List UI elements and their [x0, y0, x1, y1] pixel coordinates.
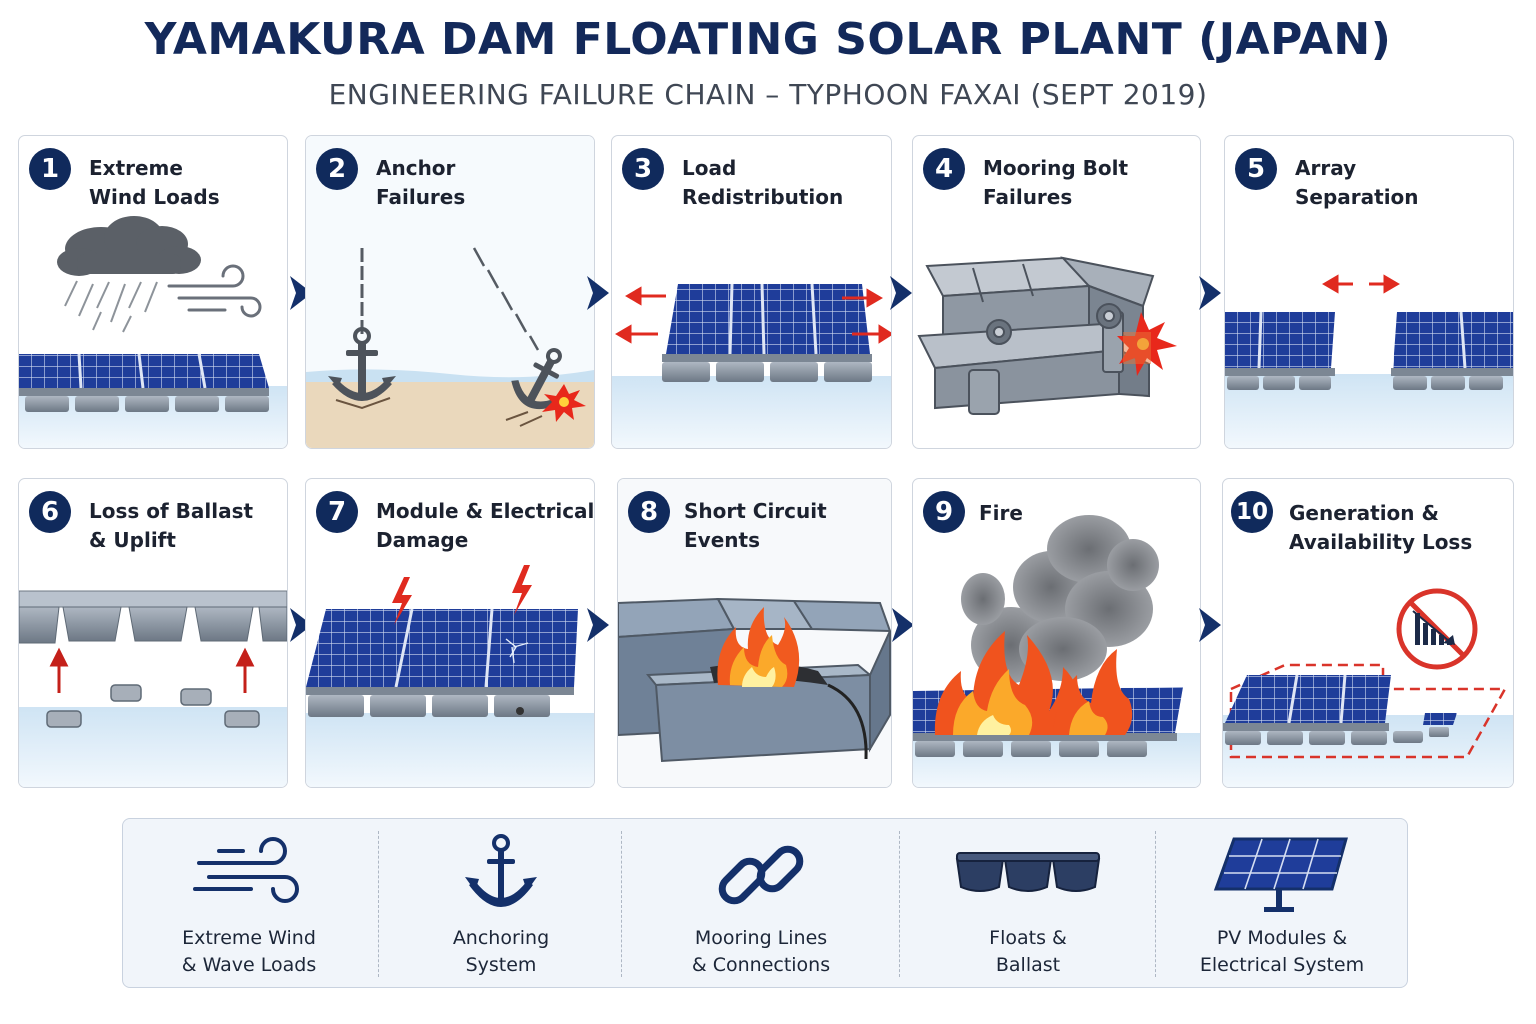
step-number-badge: 1	[29, 148, 71, 190]
flow-arrow-icon	[890, 276, 912, 310]
step-title: Generation &Availability Loss	[1289, 501, 1473, 554]
wind-icon	[193, 837, 299, 903]
flow-arrow-icon	[587, 608, 609, 642]
page-title: YAMAKURA DAM FLOATING SOLAR PLANT (JAPAN…	[144, 14, 1392, 65]
step-title: Loss of Ballast& Uplift	[89, 499, 254, 552]
ballast-uplift-illustration	[19, 590, 287, 787]
pv-module-icon	[1213, 837, 1348, 912]
generation-loss-illustration	[1223, 588, 1513, 787]
legend-label: Floats &Ballast	[989, 927, 1067, 976]
step-card-10: 10 Generation &Availability Loss	[1222, 478, 1514, 788]
flow-arrow-icon	[290, 276, 312, 310]
legend-item-floats: Floats &Ballast	[901, 819, 1155, 987]
chain-link-icon	[718, 845, 804, 905]
flow-arrow-icon	[290, 608, 312, 642]
legend-label: Mooring Lines& Connections	[691, 927, 831, 976]
array-separation-illustration	[1225, 274, 1513, 448]
anchor-scene-illustration	[306, 136, 594, 448]
module-damage-illustration	[306, 565, 594, 787]
step-number-badge: 6	[29, 491, 71, 533]
flow-arrow-icon	[1199, 608, 1221, 642]
flow-arrow-icon	[892, 608, 914, 642]
floats-icon	[955, 852, 1101, 892]
step-card-6: 6 Loss of Ballast& Uplift	[18, 478, 288, 788]
flow-arrow-icon	[1199, 276, 1221, 310]
step-number-badge: 7	[316, 491, 358, 533]
legend-item-pv: PV Modules &Electrical System	[1157, 819, 1407, 987]
legend-divider	[1155, 831, 1156, 977]
step-number-badge: 9	[923, 491, 965, 533]
legend-item-wind: Extreme Wind& Wave Loads	[123, 819, 375, 987]
load-redistribution-illustration	[612, 283, 891, 448]
step-card-9: 9 Fire	[912, 478, 1201, 788]
fire-illustration	[913, 515, 1200, 787]
mooring-bolt-illustration	[917, 256, 1177, 415]
page-subtitle: ENGINEERING FAILURE CHAIN – TYPHOON FAXA…	[328, 78, 1208, 111]
legend-item-mooring: Mooring Lines& Connections	[623, 819, 899, 987]
step-number-badge: 3	[622, 148, 664, 190]
step-title: Fire	[979, 501, 1023, 525]
step-number-badge: 5	[1235, 148, 1277, 190]
legend-label: Extreme Wind& Wave Loads	[181, 927, 317, 976]
legend-divider	[899, 831, 900, 977]
short-circuit-illustration	[618, 479, 891, 787]
legend-divider	[621, 831, 622, 977]
step-number-badge: 10	[1231, 491, 1273, 533]
step-number-badge: 4	[923, 148, 965, 190]
step-number-badge: 8	[628, 491, 670, 533]
legend-divider	[378, 831, 379, 977]
step-number-badge: 2	[316, 148, 358, 190]
wind-scene-illustration	[19, 216, 287, 448]
legend-label: PV Modules &Electrical System	[1199, 927, 1365, 976]
anchor-icon	[465, 834, 537, 907]
flow-arrow-icon	[587, 276, 609, 310]
